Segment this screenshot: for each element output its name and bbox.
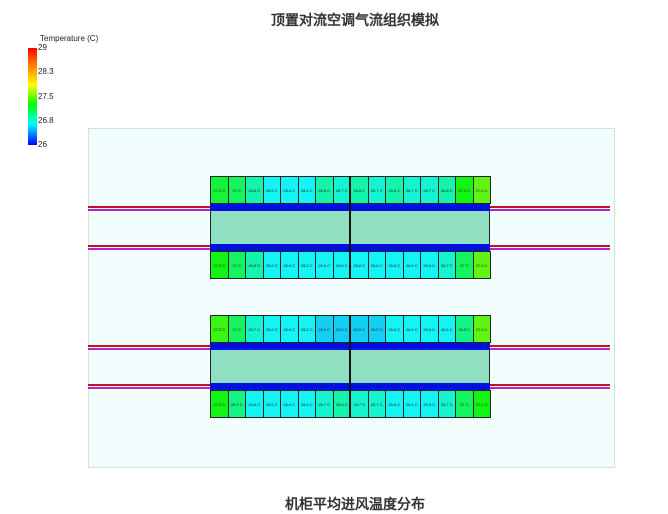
rack-cell: 27.2 C [472, 390, 491, 418]
rack-cell: 26.6 C [280, 390, 299, 418]
rack-cell: 27.3 C [210, 315, 229, 343]
rack-cell: 26.6 C [420, 251, 439, 279]
pipe [490, 384, 610, 386]
aisle-divider [349, 176, 351, 279]
rack-cell: 27.2 C [210, 390, 229, 418]
rack-cell: 26.6 C [420, 390, 439, 418]
pipe [490, 206, 610, 208]
rack-cell: 26.6 C [280, 176, 299, 204]
rack-cell: 26.5 C [315, 315, 334, 343]
rack-cell: 26.6 C [402, 390, 421, 418]
pipe [490, 387, 610, 389]
rack-cell: 27.4 C [472, 251, 491, 279]
rack-cell: 27.4 C [472, 176, 491, 204]
aisle-divider [349, 315, 351, 418]
rack-cell: 26.6 C [402, 315, 421, 343]
rack-cell: 26.7 C [437, 390, 456, 418]
rack-cell: 26.7 C [315, 390, 334, 418]
pipe [88, 348, 210, 350]
rack-cell: 27 C [227, 176, 246, 204]
pipe [88, 206, 210, 208]
rack-cell: 26.5 C [367, 315, 386, 343]
legend-tick: 26 [38, 140, 47, 149]
rack-cell: 26.5 C [350, 315, 369, 343]
rack-cell: 26.6 C [350, 251, 369, 279]
rack-cell: 26.6 C [297, 176, 316, 204]
rack-cell: 27.2 C [455, 176, 474, 204]
pipe [490, 345, 610, 347]
pipe [88, 248, 210, 250]
rack-cell: 26.5 C [332, 315, 351, 343]
pipe [490, 348, 610, 350]
rack-cell: 26.6 C [280, 315, 299, 343]
rack-cell: 26.8 C [437, 176, 456, 204]
rack-cell: 26.6 C [245, 390, 264, 418]
rack-cell: 26.7 C [367, 176, 386, 204]
rack-cell: 26.9 C [227, 390, 246, 418]
rack-cell: 26.6 C [402, 251, 421, 279]
rack-cell: 26.6 C [262, 315, 281, 343]
legend-tick: 29 [38, 43, 47, 52]
rack-cell: 26.6 C [385, 315, 404, 343]
rack-cell: 26.8 C [315, 176, 334, 204]
rack-cell: 27.4 C [472, 315, 491, 343]
pipe [88, 209, 210, 211]
pipe [490, 248, 610, 250]
rack-cell: 26.6 C [437, 315, 456, 343]
rack-cell: 26.6 C [315, 251, 334, 279]
rack-cell: 26.6 C [385, 390, 404, 418]
rack-cell: 26.9 C [455, 315, 474, 343]
legend-title: Temperature (C) [40, 34, 99, 43]
rack-cell: 27.1 C [210, 176, 229, 204]
rack-cell: 26.6 C [385, 251, 404, 279]
rack-cell: 26.6 C [280, 251, 299, 279]
pipe [88, 387, 210, 389]
caption: 机柜平均进风温度分布 [285, 496, 425, 512]
rack-cell: 26.6 C [367, 251, 386, 279]
pipe [490, 245, 610, 247]
legend-tick: 27.5 [38, 92, 54, 101]
color-bar [28, 48, 37, 145]
legend-tick: 28.3 [38, 67, 54, 76]
rack-cell: 27.2 C [210, 251, 229, 279]
rack-cell: 26.6 C [297, 390, 316, 418]
rack-cell: 26.6 C [262, 390, 281, 418]
page-title: 顶置对流空调气流组织模拟 [271, 12, 439, 28]
rack-cell: 26.8 C [350, 176, 369, 204]
rack-cell: 26.7 C [402, 176, 421, 204]
pipe [88, 245, 210, 247]
rack-cell: 26.6 C [420, 315, 439, 343]
rack-cell: 27 C [227, 315, 246, 343]
rack-cell: 27 C [227, 251, 246, 279]
rack-cell: 26.7 C [245, 315, 264, 343]
rack-cell: 26.8 C [245, 251, 264, 279]
rack-cell: 26.8 C [385, 176, 404, 204]
pipe [490, 209, 610, 211]
rack-cell: 26.6 C [297, 251, 316, 279]
rack-cell: 26.7 C [437, 251, 456, 279]
rack-cell: 27 C [455, 251, 474, 279]
rack-cell: 26.6 C [262, 251, 281, 279]
rack-cell: 26.7 C [350, 390, 369, 418]
pipe [88, 384, 210, 386]
rack-cell: 26.7 C [367, 390, 386, 418]
rack-cell: 26.6 C [262, 176, 281, 204]
rack-cell: 26.7 C [420, 176, 439, 204]
rack-cell: 26.6 C [297, 315, 316, 343]
rack-cell: 26.8 C [245, 176, 264, 204]
pipe [88, 345, 210, 347]
legend-tick: 26.8 [38, 116, 54, 125]
rack-cell: 27 C [455, 390, 474, 418]
